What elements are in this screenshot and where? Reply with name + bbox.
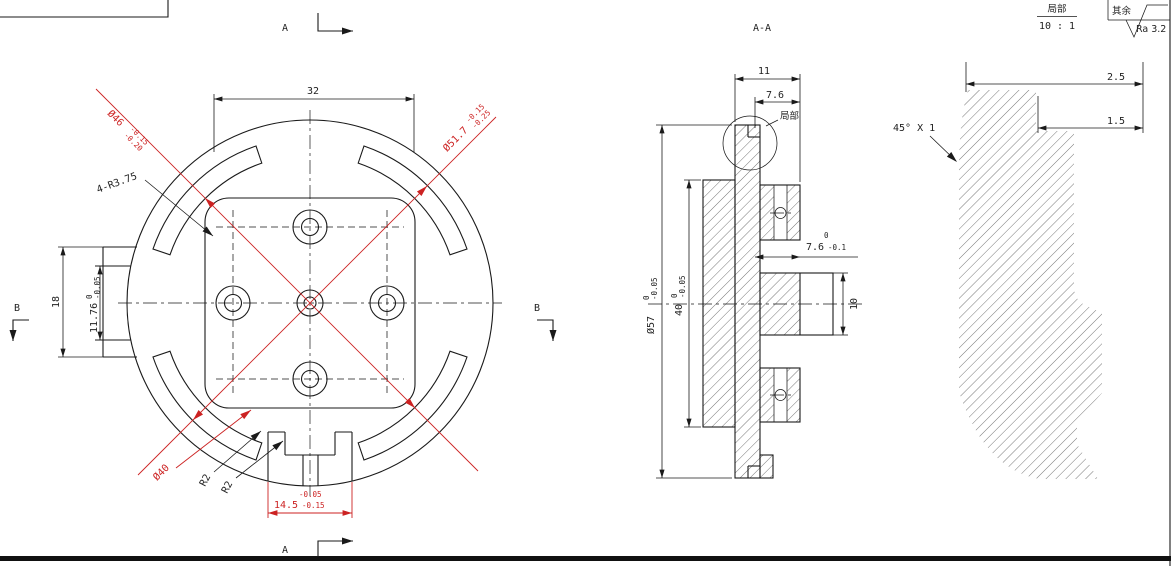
- dim-slot-width: -0.05 14.5 -0.15: [267, 482, 353, 518]
- section-marker-a-bottom: A: [282, 537, 353, 557]
- dim-shaft-height-value: 10: [849, 298, 860, 310]
- bolt-hole-top: [292, 209, 328, 245]
- section-marker-a-top: A: [282, 13, 353, 35]
- others-label: 其余: [1112, 5, 1132, 17]
- detail-view-name: 局部: [1047, 3, 1066, 15]
- dim-lip-inner: 1.5: [1037, 96, 1143, 133]
- dim-corner-radius-value: 4-R3.75: [95, 171, 138, 196]
- dim-boss-height-tol-lower: -0.05: [678, 275, 687, 298]
- dim-lip-total: 2.5: [965, 62, 1144, 133]
- dim-dia40-value: Ø40: [151, 462, 172, 483]
- dim-fillet-r2-b-value: R2: [220, 480, 235, 496]
- section-hatching: [703, 125, 800, 478]
- dim-dia57-tol-upper: 0: [642, 295, 651, 300]
- dim-lip-width: 7.6: [754, 90, 800, 128]
- dim-fillet-r2-a: R2: [198, 430, 262, 489]
- bolt-hole-right-inner: [377, 293, 397, 313]
- detail-view-scale: 10 : 1: [1039, 21, 1075, 32]
- dim-total-width: 11: [734, 66, 801, 182]
- dim-boss-height-tol-upper: 0: [670, 293, 679, 298]
- bolt-hole-bottom: [292, 361, 328, 397]
- dim-hub-depth-tol-lower: -0.1: [828, 243, 846, 252]
- dim-boss-height: 40 0 -0.05: [670, 179, 701, 428]
- bolt-hole-bottom-inner: [300, 369, 320, 389]
- bolt-hole-left-inner: [223, 293, 243, 313]
- detail-callout: 局部: [722, 110, 799, 171]
- center-hole-inner: [303, 296, 317, 310]
- dim-lip-total-value: 2.5: [1107, 72, 1125, 83]
- outer-rim-circle: [126, 119, 494, 487]
- rim-slot-top-left: [152, 145, 263, 256]
- detail-view-label: 局部 10 : 1: [1037, 3, 1077, 32]
- dim-lip-inner-value: 1.5: [1107, 116, 1125, 127]
- dim-ear-height-value: 18: [51, 296, 62, 308]
- dim-width-32-value: 32: [307, 86, 319, 97]
- dim-chamfer: 45° X 1: [893, 123, 957, 162]
- rim-slot-bottom-right: [357, 350, 468, 461]
- detail-callout-circle: [722, 115, 778, 171]
- section-marker-a-bottom-label: A: [282, 545, 288, 556]
- detail-view: 2.5 1.5 45° X 1: [893, 62, 1144, 479]
- bolt-hole-left: [215, 285, 251, 321]
- dim-dia40: Ø40: [151, 409, 252, 483]
- dim-dia57-tol-lower: -0.05: [650, 277, 659, 300]
- dim-dia46: Ø46 -0.15 -0.20: [105, 108, 151, 154]
- dim-dia517-value: Ø51.7: [441, 124, 471, 154]
- dim-lip-width-value: 7.6: [766, 90, 784, 101]
- center-hole: [296, 289, 324, 317]
- bolt-hole-right: [369, 285, 405, 321]
- dim-slot-width-tol-lower: -0.15: [302, 501, 325, 510]
- dim-hub-depth-tol-upper: 0: [824, 231, 829, 240]
- section-marker-b-right-label: B: [534, 303, 540, 314]
- dim-total-width-value: 11: [758, 66, 770, 77]
- bolt-holes: [215, 209, 405, 397]
- inner-profile-square: [204, 197, 416, 409]
- section-marker-b-left: B: [9, 303, 29, 341]
- dim-chamfer-value: 45° X 1: [893, 123, 935, 134]
- bottom-slot: [267, 431, 353, 486]
- dim-dia57: Ø57 0 -0.05: [642, 124, 732, 479]
- dim-boss-height-value: 40: [674, 304, 685, 316]
- section-marker-a-top-label: A: [282, 23, 288, 34]
- dim-ear-step-value: 11.76: [89, 303, 100, 333]
- bolt-hole-top-inner: [300, 217, 320, 237]
- dim-slot-width-value: 14.5: [274, 500, 298, 511]
- dim-hub-depth: 0 7.6 -0.1: [755, 231, 858, 260]
- diagonal-diameter-dimensions: Ø46 -0.15 -0.20 Ø51.7 -0.15 -0.25: [95, 88, 497, 476]
- dim-ear-step-tol-upper: 0: [85, 294, 94, 299]
- dim-ear-height: 18: [51, 246, 103, 358]
- dim-fillet-r2-b: R2: [220, 440, 284, 496]
- mounting-ear: [95, 246, 137, 358]
- surface-roughness-note: 其余 Ra 3.2: [1112, 4, 1168, 38]
- section-view-title: A-A: [753, 23, 771, 34]
- detail-callout-label: 局部: [780, 110, 799, 122]
- dim-dia46-value: Ø46: [105, 108, 126, 129]
- bolt-square-dashed: [216, 210, 404, 397]
- section-marker-b-left-label: B: [14, 303, 20, 314]
- detail-profile: [959, 90, 1102, 479]
- dim-ear-step-tol-lower: -0.05: [93, 276, 102, 299]
- section-marker-b-right: B: [534, 303, 557, 341]
- dim-slot-width-tol-upper: -0.05: [299, 490, 322, 499]
- dim-shaft-height: 10: [833, 272, 860, 336]
- dim-fillet-r2-a-value: R2: [198, 473, 213, 489]
- section-view: A-A: [642, 23, 862, 479]
- dim-hub-depth-value: 7.6: [806, 242, 824, 253]
- dim-width-32: 32: [213, 86, 415, 152]
- rim-slot-top-right: [357, 145, 468, 256]
- roughness-symbol-icon: [1125, 4, 1168, 38]
- dim-ear-step: 11.76 0 -0.05: [85, 266, 103, 340]
- front-view: Ø46 -0.15 -0.20 Ø51.7 -0.15 -0.25 Ø40 -0…: [9, 13, 557, 557]
- roughness-value: Ra 3.2: [1136, 24, 1166, 35]
- dim-dia57-value: Ø57: [645, 316, 657, 334]
